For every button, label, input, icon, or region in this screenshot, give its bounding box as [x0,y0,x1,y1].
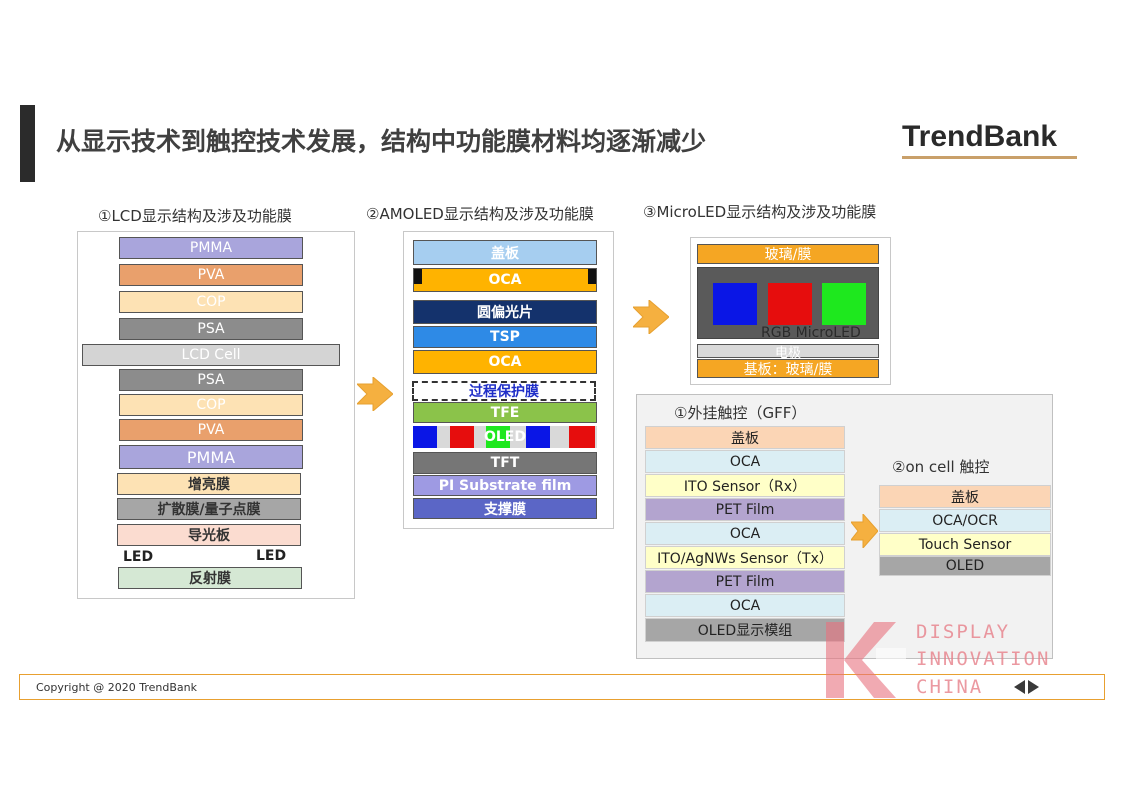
lcd-layer-psa: PSA [119,318,303,340]
gff-layer-ito-tx: ITO/AgNWs Sensor（Tx） [645,546,845,569]
amoled-layer-tft: TFT [413,452,597,474]
oncell-layer-oca-ocr: OCA/OCR [879,509,1051,532]
arrow-right-icon [851,514,878,548]
gff-section-title: ①外挂触控（GFF） [674,404,807,422]
oca-edge-mark-left [414,269,422,284]
lcd-led-left-label: LED [123,549,154,565]
amoled-layer-pi-substrate: PI Substrate film [413,475,597,496]
oled-pixel-blue [413,426,437,448]
oca-edge-mark-right [588,269,596,284]
amoled-layer-tsp: TSP [413,326,597,348]
title-accent-bar [20,105,35,182]
prev-slide-icon[interactable] [1014,680,1025,694]
gff-layer-oled-module: OLED显示模组 [645,618,845,642]
oncell-section-title: ②on cell 触控 [892,458,990,476]
lcd-layer-cop-2: COP [119,394,303,416]
amoled-layer-support-film: 支撑膜 [413,498,597,519]
footer-bar [19,674,1105,700]
oled-pixel-blue-2 [526,426,550,448]
watermark-line-2: INNOVATION [916,648,1051,670]
oncell-layer-cover: 盖板 [879,485,1051,508]
amoled-layer-polarizer: 圆偏光片 [413,300,597,324]
lcd-layer-psa-2: PSA [119,369,303,391]
amoled-layer-oca: OCA [413,268,597,292]
oncell-layer-touch-sensor: Touch Sensor [879,533,1051,556]
oncell-layer-oled: OLED [879,556,1051,576]
microled-layer-electrode: 电极 [697,344,879,361]
amoled-layer-process-protect: 过程保护膜 [412,381,596,401]
gff-layer-ito-rx: ITO Sensor（Rx） [645,474,845,497]
lcd-layer-pva-2: PVA [119,419,303,441]
lcd-layer-pmma-2: PMMA [119,445,303,469]
page-title: 从显示技术到触控技术发展，结构中功能膜材料均逐渐减少 [56,127,707,156]
lcd-layer-cell: LCD Cell [82,344,340,366]
lcd-layer-light-guide: 导光板 [117,524,301,546]
watermark-line-3: CHINA [916,676,984,698]
watermark-line-1: DISPLAY [916,621,1011,643]
gff-layer-oca-2: OCA [645,522,845,545]
amoled-section-title: ②AMOLED显示结构及涉及功能膜 [366,205,594,223]
brand-underline [902,156,1077,159]
amoled-layer-cover: 盖板 [413,240,597,265]
arrow-right-icon [633,300,669,334]
amoled-layer-tfe: TFE [413,402,597,423]
lcd-layer-cop: COP [119,291,303,313]
lcd-layer-diffuser-film: 扩散膜/量子点膜 [117,498,301,520]
gff-layer-pet-2: PET Film [645,570,845,593]
lcd-section-title: ①LCD显示结构及涉及功能膜 [98,207,292,225]
oled-pixel-green [486,426,510,448]
microled-blue-chip [713,283,757,325]
microled-layer-substrate: 基板：玻璃/膜 [697,359,879,378]
display-innovation-logo [826,622,906,698]
lcd-led-right-label: LED [256,548,287,564]
gff-layer-cover: 盖板 [645,426,845,449]
lcd-layer-pva: PVA [119,264,303,286]
lcd-layer-pmma: PMMA [119,237,303,259]
microled-layer-glass-film: 玻璃/膜 [697,244,879,264]
arrow-right-icon [357,377,393,411]
oled-pixel-red-2 [569,426,595,448]
gff-layer-oca-3: OCA [645,594,845,617]
amoled-layer-oled-row: OLED [413,426,597,448]
oled-pixel-red [450,426,474,448]
microled-section-title: ③MicroLED显示结构及涉及功能膜 [643,203,877,221]
oled-label: OLED [483,429,526,445]
amoled-layer-oca-2: OCA [413,350,597,374]
lcd-layer-reflector: 反射膜 [118,567,302,589]
microled-rgb-label: RGB MicroLED [761,325,861,341]
microled-green-chip [822,283,866,325]
next-slide-icon[interactable] [1028,680,1039,694]
gff-layer-pet: PET Film [645,498,845,521]
microled-red-chip [768,283,812,325]
gff-layer-oca: OCA [645,450,845,473]
brand-logo: TrendBank [902,120,1058,153]
lcd-layer-brightness-film: 增亮膜 [117,473,301,495]
copyright-text: Copyright @ 2020 TrendBank [36,681,197,694]
